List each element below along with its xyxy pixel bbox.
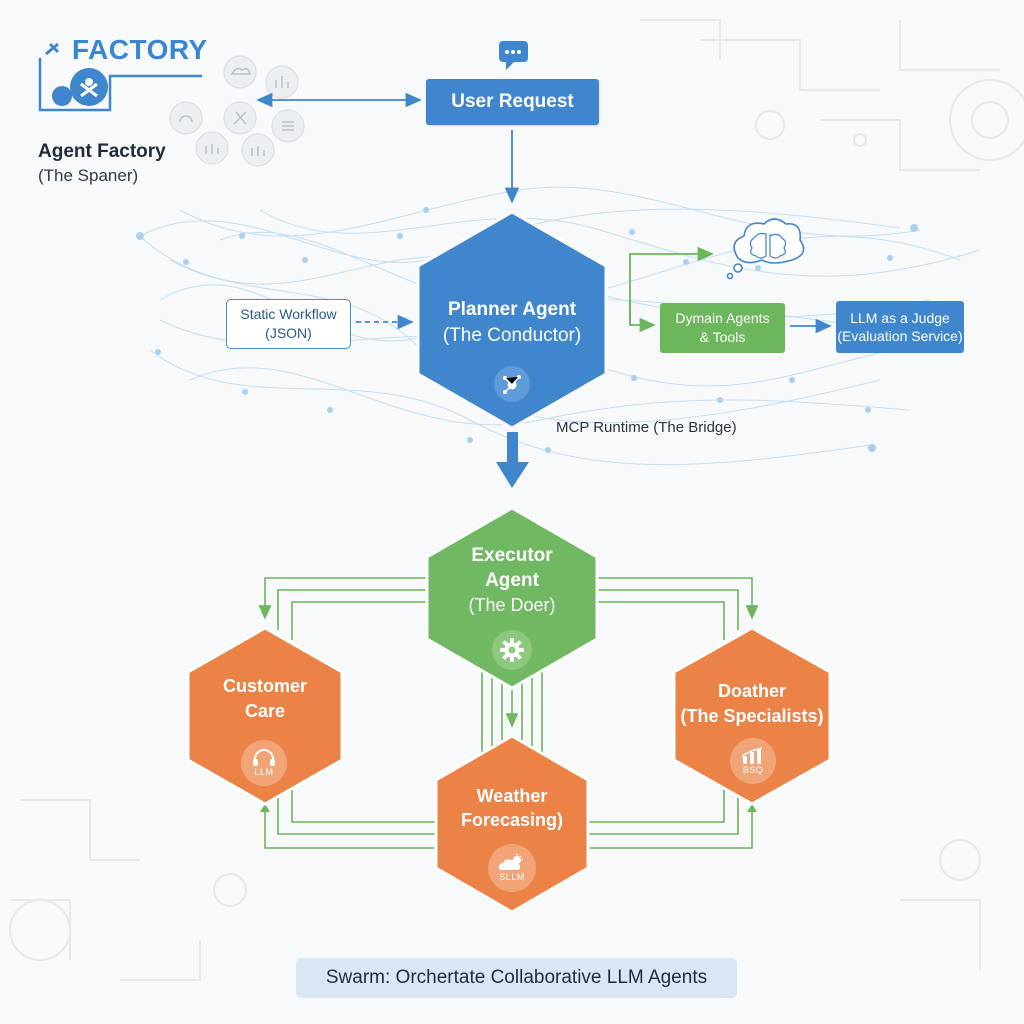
planner-executor-connector [496, 432, 529, 488]
user-request-button[interactable]: User Request [426, 79, 599, 125]
weather-hexagon[interactable] [434, 734, 590, 914]
planner-brain-connector [629, 246, 714, 322]
llm-judge-line1: LLM as a Judge [850, 310, 950, 326]
executor-line3: (The Doer) [468, 595, 556, 615]
factory-wrench-mark [45, 42, 60, 56]
specialists-icon-label: BSQ [742, 765, 764, 775]
tool-icon-glyphs [179, 67, 294, 156]
factory-bracket [38, 58, 202, 112]
weather-line1: Weather [476, 786, 548, 806]
bar-chart-icon [741, 747, 763, 764]
network-nodes [136, 207, 918, 453]
factory-node-dot [52, 86, 72, 106]
static-workflow-box[interactable]: Static Workflow (JSON) [226, 299, 351, 349]
static-workflow-line1: Static Workflow [240, 306, 337, 322]
domain-agents-line1: Dymain Agents [675, 310, 770, 326]
llm-judge-box[interactable]: LLM as a Judge (Evaluation Service) [836, 301, 964, 353]
customer-care-label: Customer Care [200, 674, 330, 724]
specialists-chart-icon: BSQ [730, 738, 776, 784]
weather-cloud-icon: SLLM [488, 844, 536, 892]
planner-domain-connector [629, 300, 656, 333]
sun-cloud-icon [498, 854, 523, 870]
customer-care-line2: Care [244, 701, 286, 721]
gear-icon [500, 638, 524, 662]
planner-subtitle: (The Conductor) [442, 325, 582, 346]
chat-bubble-icon [499, 41, 528, 70]
factory-logo-text: FACTORY [72, 34, 208, 65]
static-workflow-line2: (JSON) [265, 325, 312, 341]
domain-agents-line2: & Tools [699, 329, 746, 345]
factory-name: Agent Factory [38, 141, 166, 162]
weather-icon-label: SLLM [499, 872, 525, 882]
network-node-icon [503, 375, 521, 394]
factory-agent-icon [70, 68, 108, 106]
executor-side-connectors [258, 577, 759, 849]
agent-figure-icon [80, 78, 98, 98]
executor-label: Executor Agent (The Doer) [440, 543, 584, 618]
brain-cloud-icon [726, 218, 805, 280]
planner-hexagon[interactable] [416, 210, 608, 430]
executor-line1: Executor [471, 545, 553, 566]
customer-care-hexagon[interactable] [186, 626, 344, 806]
planner-network-icon [494, 366, 530, 402]
mcp-runtime-label: MCP Runtime (The Bridge) [556, 419, 737, 436]
executor-hexagon[interactable] [425, 506, 599, 690]
executor-line2: Agent [485, 570, 539, 591]
llm-judge-line2: (Evaluation Service) [837, 328, 963, 344]
weather-label: Weather Forecasing) [446, 784, 578, 832]
specialists-label: Doather (The Specialists) [680, 679, 824, 729]
customer-care-headset-icon: LLM [241, 740, 287, 786]
specialists-line1: Doather [717, 681, 786, 701]
weather-line2: Forecasing) [460, 810, 564, 830]
executor-gear-icon [492, 630, 532, 670]
footer-caption: Swarm: Orchertate Collaborative LLM Agen… [296, 958, 737, 998]
brain-glyph [749, 232, 787, 259]
planner-label: Planner Agent (The Conductor) [428, 297, 596, 349]
specialists-line2: (The Specialists) [680, 706, 824, 726]
circuit-decoration [9, 19, 1024, 981]
customer-care-line1: Customer [222, 676, 307, 696]
customer-care-icon-label: LLM [254, 767, 274, 777]
factory-subtitle: (The Spaner) [38, 166, 139, 185]
domain-agents-box[interactable]: Dymain Agents & Tools [660, 303, 785, 353]
planner-title: Planner Agent [447, 299, 577, 320]
headset-icon [253, 749, 275, 766]
specialists-hexagon[interactable] [672, 626, 832, 806]
tool-icon-cluster [169, 55, 305, 167]
connector-arrowheads [260, 804, 757, 812]
